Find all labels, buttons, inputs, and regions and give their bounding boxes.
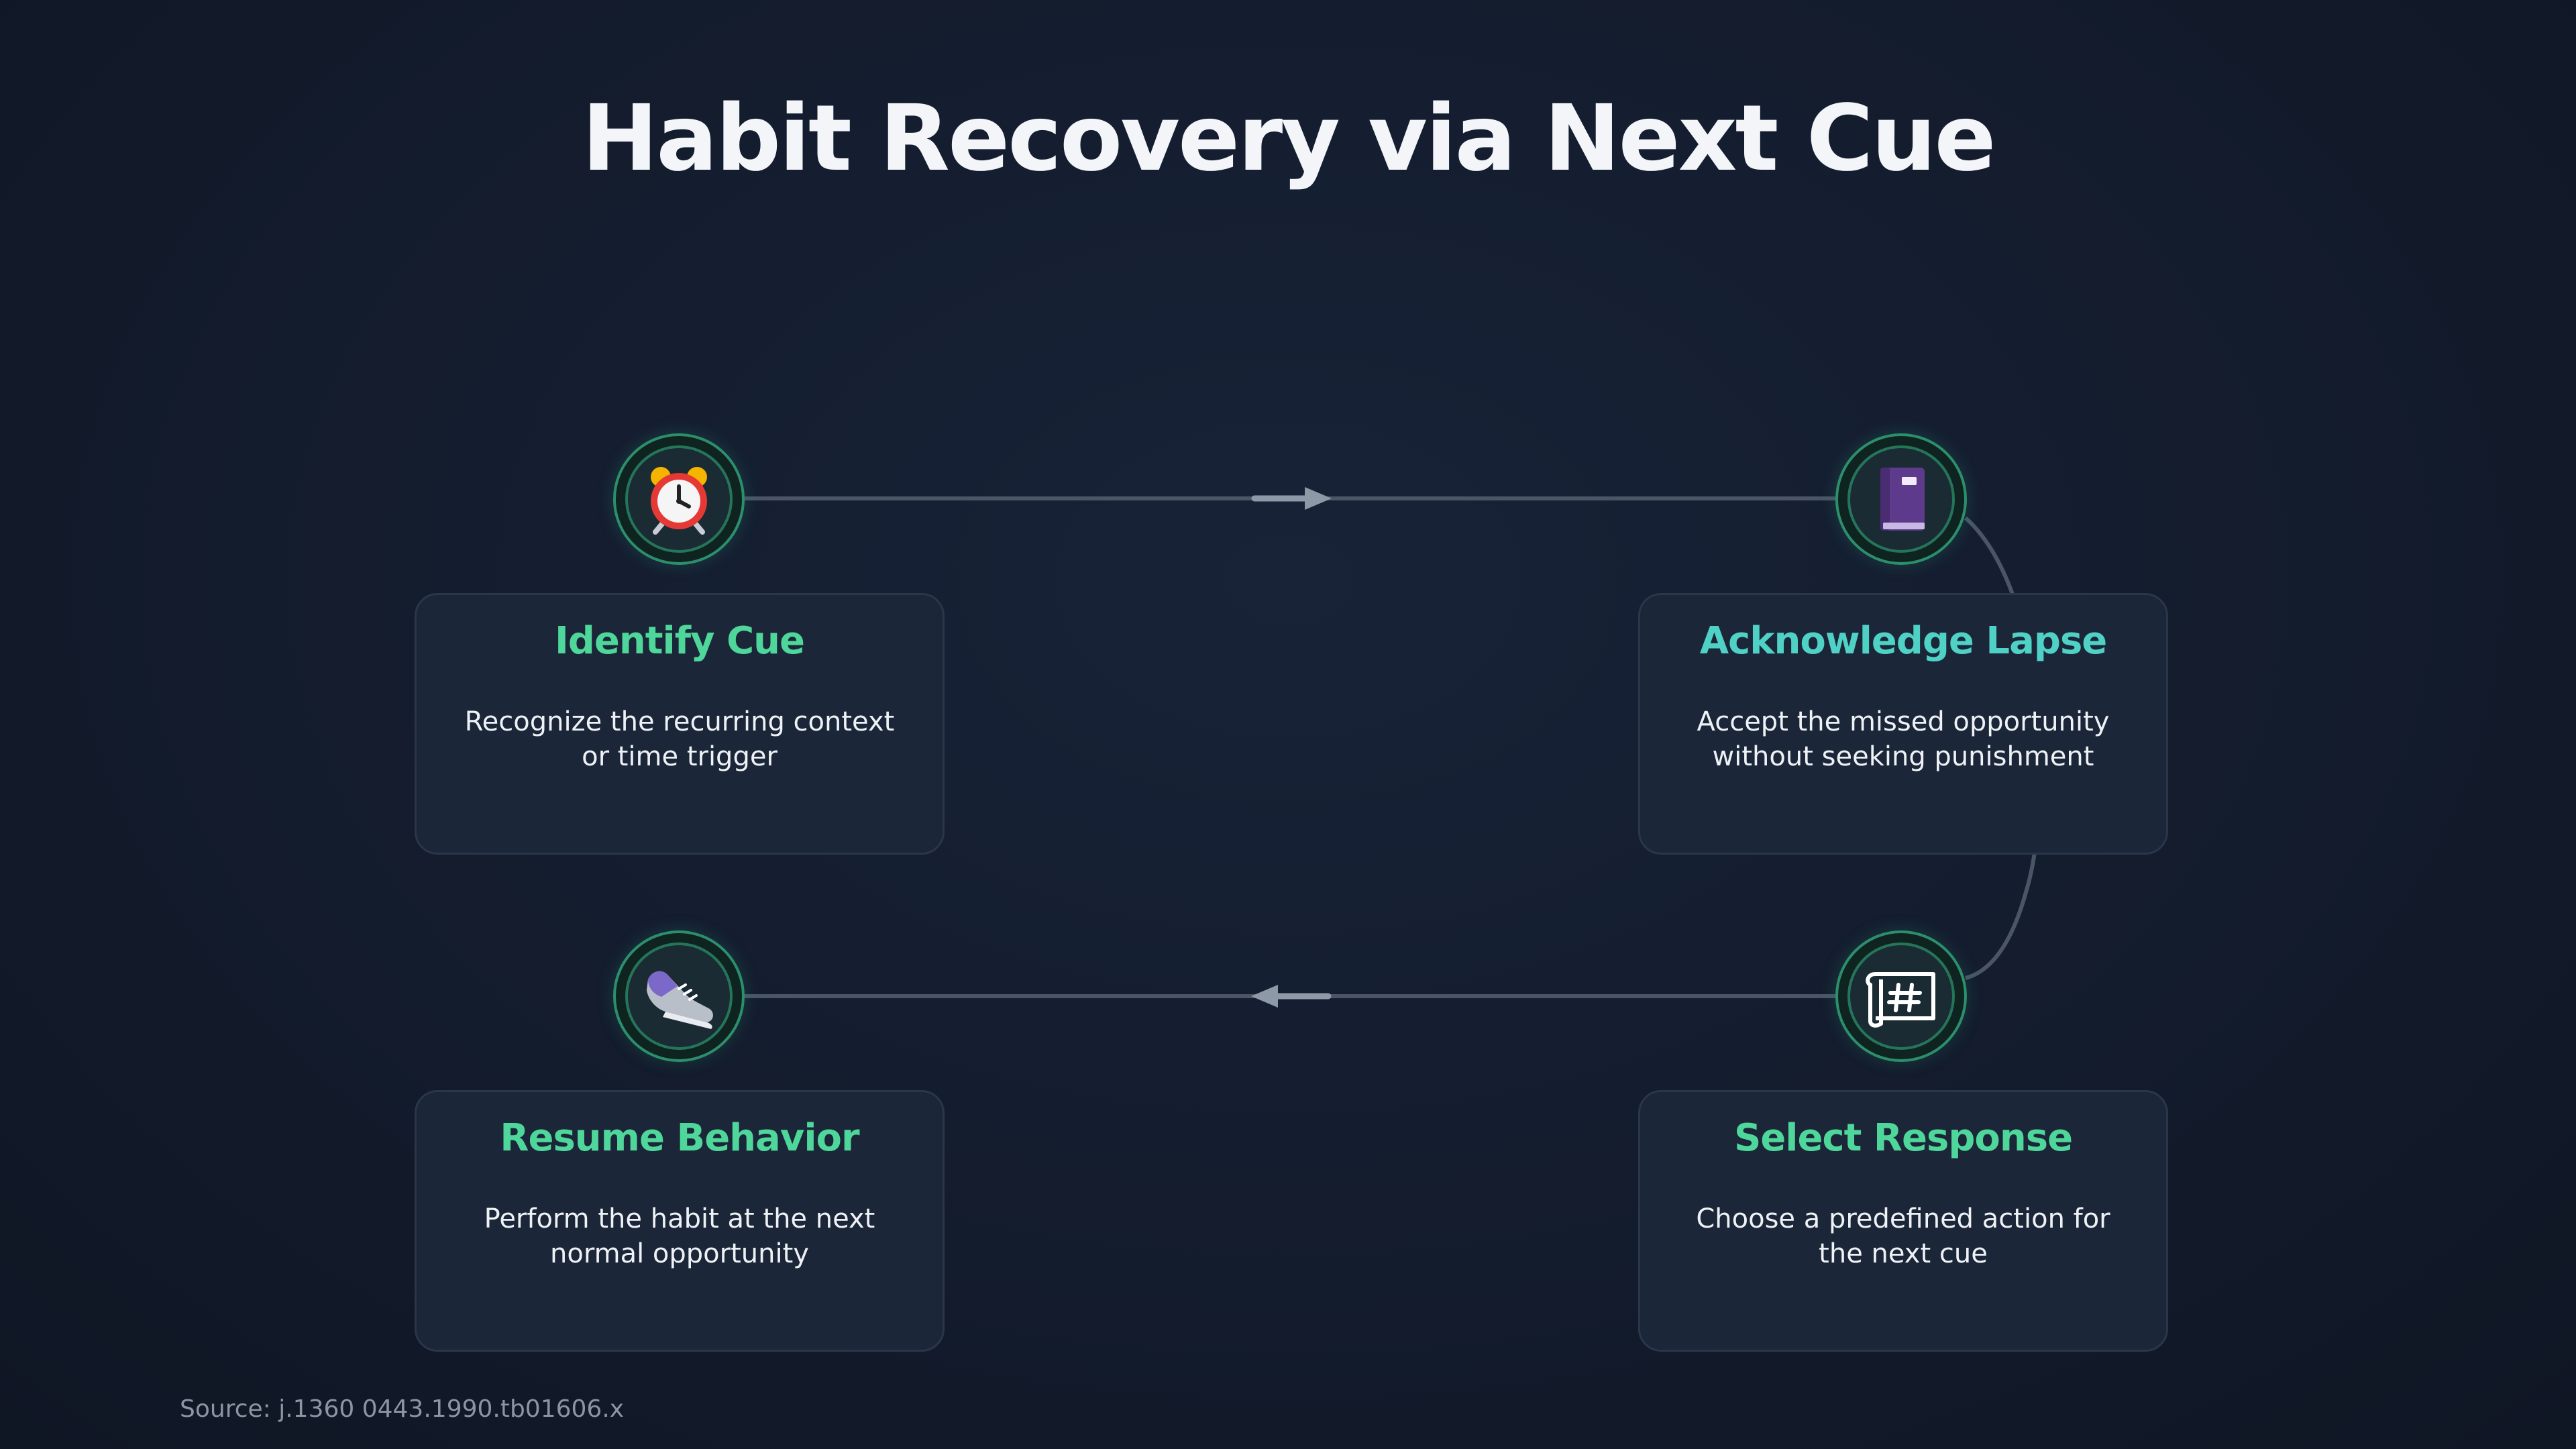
step-node-identify-cue: [613, 433, 745, 565]
page-title: Habit Recovery via Next Cue: [582, 86, 1996, 192]
step-description: Perform the habit at the next normal opp…: [484, 1203, 875, 1269]
step-card-acknowledge-lapse: Acknowledge Lapse Accept the missed oppo…: [1638, 593, 2168, 855]
step-description: Recognize the recurring context or time …: [464, 706, 895, 772]
step-card-identify-cue: Identify Cue Recognize the recurring con…: [415, 593, 945, 855]
step-card-select-response: Select Response Choose a predefined acti…: [1638, 1090, 2168, 1352]
step-description: Accept the missed opportunity without se…: [1697, 706, 2110, 772]
closed-book-icon: [1880, 468, 1925, 531]
step-card-resume-behavior: Resume Behavior Perform the habit at the…: [415, 1090, 945, 1352]
source-citation: Source: j.1360 0443.1990.tb01606.x: [180, 1395, 625, 1423]
step-title: Resume Behavior: [500, 1116, 859, 1160]
step-title: Select Response: [1733, 1116, 2073, 1160]
step-node-acknowledge-lapse: [1835, 433, 1967, 565]
alarm-clock-icon: [651, 467, 707, 535]
step-node-select-response: [1835, 930, 1967, 1062]
step-title: Acknowledge Lapse: [1699, 619, 2108, 663]
arrow-left-icon: [1251, 985, 1332, 1008]
step-node-resume-behavior: [613, 930, 745, 1062]
arrow-right-icon: [1251, 487, 1332, 510]
step-description: Choose a predefined action for the next …: [1696, 1203, 2110, 1269]
step-title: Identify Cue: [554, 619, 805, 663]
blueprint-icon: [1866, 972, 1935, 1028]
running-shoe-icon: [647, 971, 713, 1029]
